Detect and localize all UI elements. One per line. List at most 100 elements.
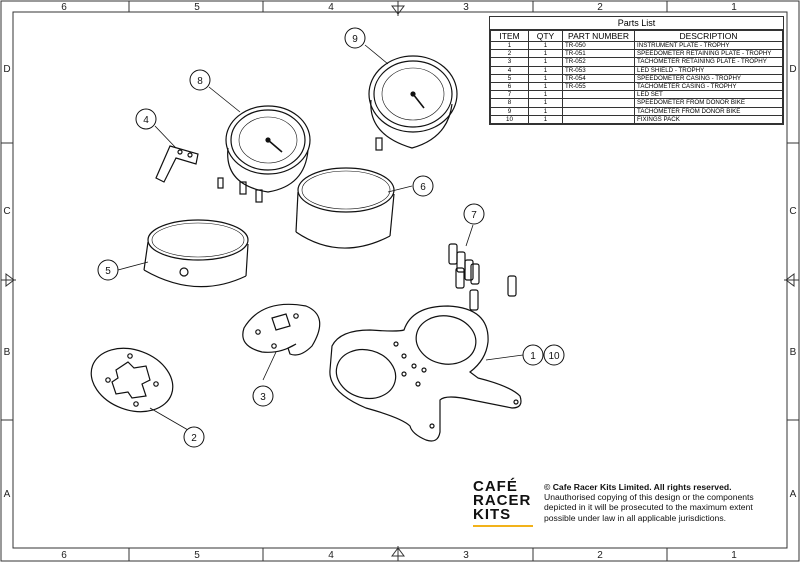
cell-qty: 1 — [528, 98, 563, 108]
cell-item: 4 — [490, 65, 529, 75]
balloon-1 — [522, 344, 544, 366]
header-qty: QTY — [528, 30, 563, 42]
header-part-number: PART NUMBER — [562, 30, 635, 42]
balloon-10 — [543, 344, 565, 366]
logo-line-2: RACER — [473, 492, 532, 509]
cell-part-number: TR-053 — [562, 65, 635, 75]
cell-part-number: TR-051 — [562, 49, 635, 59]
cell-qty: 1 — [528, 73, 563, 84]
zone-right-d: D — [789, 64, 796, 75]
cell-item: 10 — [490, 114, 529, 125]
cell-description: FIXINGS PACK — [634, 114, 783, 125]
cell-item: 3 — [490, 57, 529, 67]
zone-bottom-4: 4 — [328, 550, 334, 561]
cell-qty: 1 — [528, 49, 563, 59]
zone-left-a: A — [4, 489, 11, 500]
zone-right-b: B — [790, 347, 797, 358]
logo-line-1: CAFÉ — [473, 478, 518, 495]
cell-description: TACHOMETER FROM DONOR BIKE — [634, 106, 783, 116]
parts-list-table: Parts List ITEM QTY PART NUMBER DESCRIPT… — [489, 16, 784, 126]
leader-lines — [117, 44, 524, 431]
cell-qty: 1 — [528, 114, 563, 125]
cell-qty: 1 — [528, 90, 563, 100]
zone-right-a: A — [790, 489, 797, 500]
speedometer-casing — [143, 219, 249, 288]
balloon-5 — [97, 259, 119, 281]
logo-line-3: KITS — [473, 506, 512, 523]
cell-part-number: TR-054 — [562, 73, 635, 84]
led-shield — [155, 145, 199, 183]
cell-item: 9 — [490, 106, 529, 116]
zone-top-4: 4 — [328, 2, 334, 13]
led-set — [448, 243, 517, 311]
cell-qty: 1 — [528, 65, 563, 75]
cell-description: TACHOMETER RETAINING PLATE - TROPHY — [634, 57, 783, 67]
zone-bottom-1: 1 — [731, 550, 737, 561]
parts-header-row: ITEM QTY PART NUMBER DESCRIPTION — [490, 30, 783, 42]
cell-description: INSTRUMENT PLATE - TROPHY — [634, 40, 783, 51]
balloon-4 — [135, 108, 157, 130]
cell-item: 5 — [490, 73, 529, 84]
cell-part-number — [562, 98, 635, 108]
cell-part-number: TR-052 — [562, 57, 635, 67]
cell-part-number — [562, 106, 635, 116]
balloon-8-label: 8 — [197, 76, 203, 87]
zone-bottom-5: 5 — [194, 550, 200, 561]
zone-top-1: 1 — [731, 2, 737, 13]
cell-description: SPEEDOMETER FROM DONOR BIKE — [634, 98, 783, 108]
tachometer-gauge — [368, 55, 458, 151]
zone-bottom-3: 3 — [463, 550, 469, 561]
callout-balloons — [97, 27, 565, 448]
tachometer-retaining-plate — [242, 303, 321, 356]
exploded-assembly — [90, 55, 522, 442]
zone-left-d: D — [3, 64, 10, 75]
instrument-plate — [329, 305, 522, 442]
balloon-3 — [252, 385, 274, 407]
cell-item: 7 — [490, 90, 529, 100]
speedometer-gauge — [217, 105, 311, 203]
zone-bottom-2: 2 — [597, 550, 603, 561]
cell-qty: 1 — [528, 82, 563, 92]
zone-right-c: C — [789, 206, 796, 217]
cell-item: 2 — [490, 49, 529, 59]
balloon-6 — [412, 175, 434, 197]
cell-part-number — [562, 90, 635, 100]
zone-top-3: 3 — [463, 2, 469, 13]
copyright-line-1: © Cafe Racer Kits Limited. All rights re… — [544, 482, 732, 492]
cell-item: 8 — [490, 98, 529, 108]
cell-qty: 1 — [528, 106, 563, 116]
balloon-6-label: 6 — [420, 182, 426, 193]
zone-top-6: 6 — [61, 2, 67, 13]
header-description: DESCRIPTION — [634, 30, 783, 42]
cafe-racer-kits-logo: CAFÉ RACER KITS — [473, 478, 537, 527]
balloon-9-label: 9 — [352, 34, 358, 45]
zone-left-c: C — [3, 206, 10, 217]
zone-left-b: B — [4, 347, 11, 358]
header-item: ITEM — [490, 30, 529, 42]
balloon-2-label: 2 — [191, 433, 197, 444]
cell-description: SPEEDOMETER RETAINING PLATE - TROPHY — [634, 49, 783, 59]
balloon-7 — [463, 203, 485, 225]
tachometer-casing — [295, 167, 395, 249]
balloon-4-label: 4 — [143, 115, 149, 126]
cell-description: SPEEDOMETER CASING - TROPHY — [634, 73, 783, 84]
balloon-2 — [183, 426, 205, 448]
cell-item: 6 — [490, 82, 529, 92]
balloon-7-label: 7 — [471, 210, 477, 221]
zone-top-2: 2 — [597, 2, 603, 13]
balloon-9 — [344, 27, 366, 49]
cell-item: 1 — [490, 40, 529, 51]
